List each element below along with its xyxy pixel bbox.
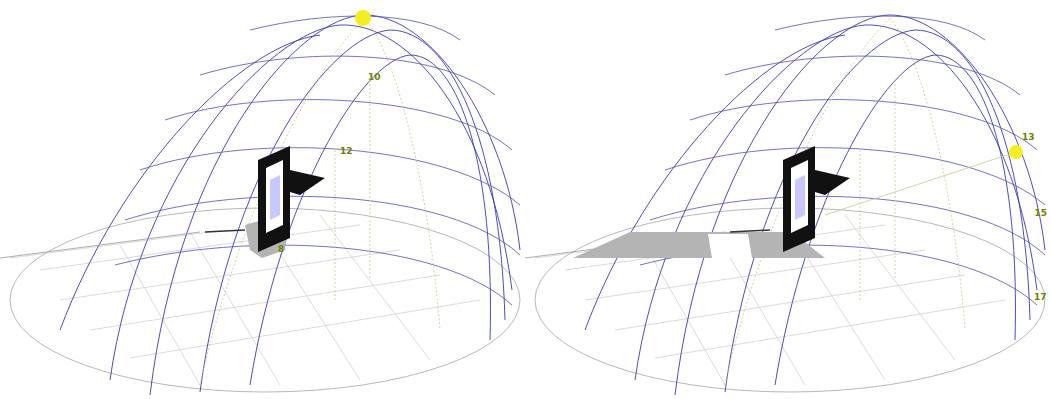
- hour-label: 8: [278, 244, 284, 254]
- hour-label: 15: [1034, 208, 1047, 218]
- hour-label: 10: [368, 72, 381, 82]
- hour-label: 13: [1022, 132, 1035, 142]
- hour-label: 17: [1034, 292, 1047, 302]
- hour-label: 12: [340, 146, 353, 156]
